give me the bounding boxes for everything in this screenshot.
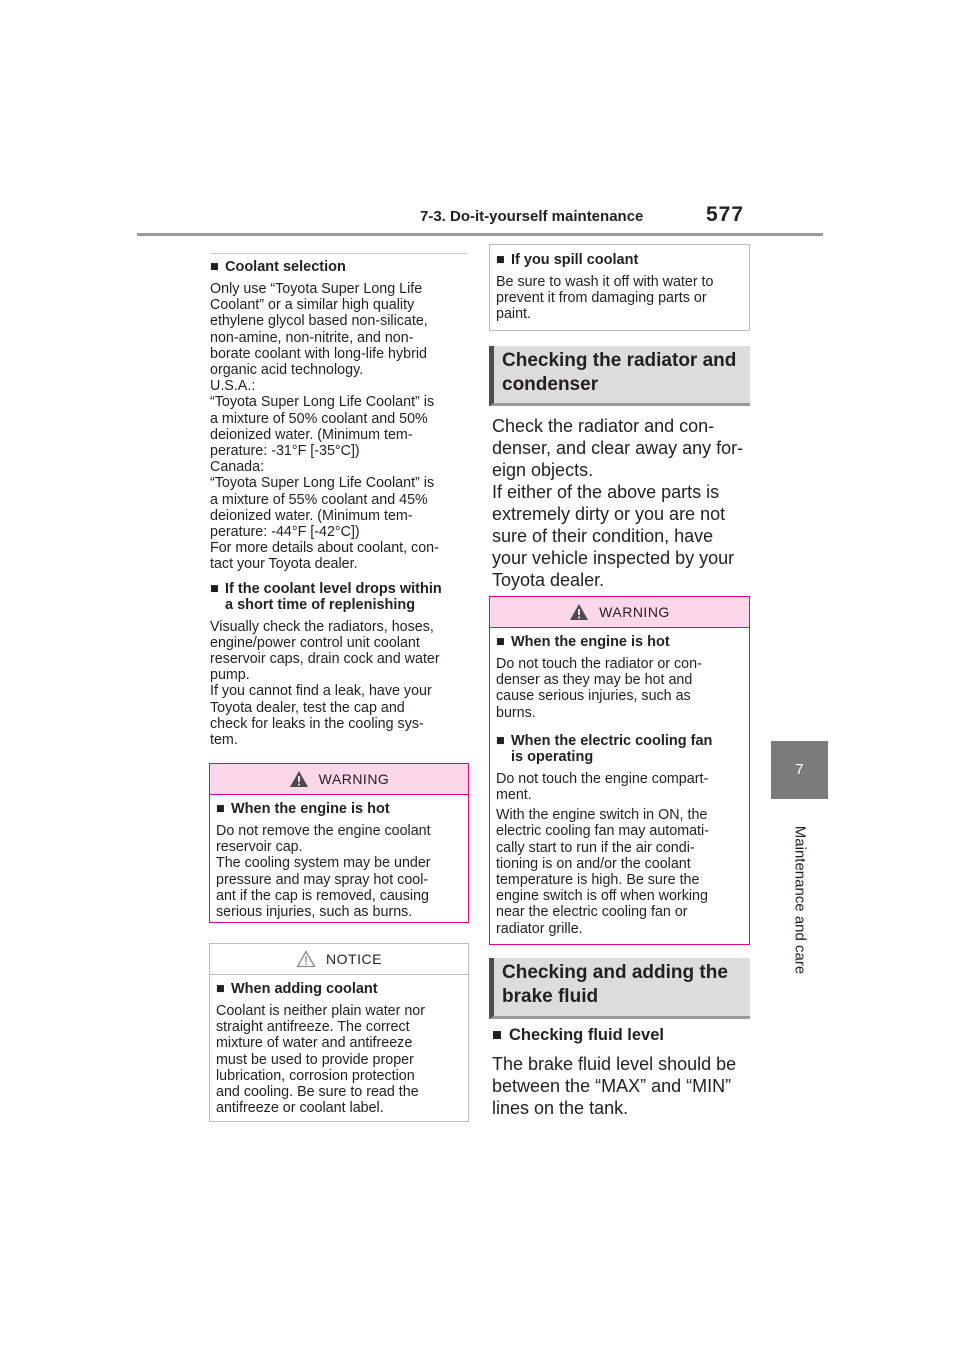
square-bullet-icon: ■ <box>496 252 505 268</box>
notice-triangle-icon <box>296 950 316 968</box>
warning-header: WARNING <box>490 597 749 628</box>
notice-box-coolant: NOTICE ■ When adding coolant Coolant is … <box>209 943 469 1122</box>
chapter-tab[interactable]: 7 <box>771 741 828 799</box>
warning-item-text: Do not remove the engine coolant reservo… <box>216 823 431 921</box>
warning-title: WARNING <box>318 771 390 787</box>
radiator-section-heading: Checking the radiator and condenser <box>489 346 750 406</box>
chapter-title: Maintenance and care <box>791 825 809 975</box>
coolant-selection-text: Only use “Toyota Super Long Life Coolant… <box>210 281 439 573</box>
page-number: 577 <box>706 203 745 226</box>
brake-section-text: The brake fluid level should be between … <box>492 1054 737 1118</box>
level-drops-text: Visually check the radiators, hoses, eng… <box>210 618 440 749</box>
square-bullet-icon: ■ <box>496 634 505 650</box>
warning-title: WARNING <box>599 604 670 620</box>
notice-title: NOTICE <box>326 951 382 967</box>
square-bullet-icon: ■ <box>216 801 225 817</box>
left-column: ■ Coolant selection Only use “Toyota Sup… <box>210 251 468 748</box>
warning-item-text: Do not touch the engine compart- ment. <box>496 770 709 804</box>
column-top-rule <box>210 253 468 254</box>
brake-subheading: ■ Checking fluid level <box>492 1026 664 1044</box>
warning-triangle-icon <box>289 771 308 787</box>
coolant-selection-heading: ■ Coolant selection <box>210 259 346 275</box>
square-bullet-icon: ■ <box>216 981 225 997</box>
warning-header: WARNING <box>210 764 468 795</box>
warning-item-heading: ■ When the engine is hot <box>216 801 390 817</box>
square-bullet-icon: ■ <box>210 580 219 597</box>
warning-item-text: With the engine switch in ON, the electr… <box>496 807 709 937</box>
square-bullet-icon: ■ <box>492 1026 502 1044</box>
notice-item-heading: ■ When adding coolant <box>216 981 378 997</box>
square-bullet-icon: ■ <box>210 259 219 275</box>
level-drops-heading: ■ If the coolant level drops within a sh… <box>210 580 442 613</box>
warning-item-heading: ■ When the electric cooling fan is opera… <box>496 732 713 765</box>
notice-header: NOTICE <box>210 944 468 975</box>
warning-item-text: Do not touch the radiator or con- denser… <box>496 656 702 721</box>
chapter-number: 7 <box>795 761 804 778</box>
warning-triangle-icon <box>570 604 589 620</box>
spill-heading: ■ If you spill coolant <box>496 252 639 268</box>
header-rule <box>137 233 823 236</box>
warning-item-heading: ■ When the engine is hot <box>496 634 670 650</box>
spill-note-box: ■ If you spill coolant Be sure to wash i… <box>489 244 750 331</box>
warning-box-coolant: WARNING ■ When the engine is hot Do not … <box>209 763 469 923</box>
notice-item-text: Coolant is neither plain water nor strai… <box>216 1003 426 1117</box>
spill-text: Be sure to wash it off with water to pre… <box>496 274 714 323</box>
chapter-title-tab: Maintenance and care <box>740 800 860 1000</box>
section-title: 7-3. Do-it-yourself maintenance <box>420 208 644 225</box>
brake-section-heading: Checking and adding the brake fluid <box>489 958 750 1019</box>
square-bullet-icon: ■ <box>496 732 505 749</box>
warning-box-radiator: WARNING ■ When the engine is hot Do not … <box>489 596 750 945</box>
radiator-section-text: Check the radiator and con- denser, and … <box>492 416 744 590</box>
